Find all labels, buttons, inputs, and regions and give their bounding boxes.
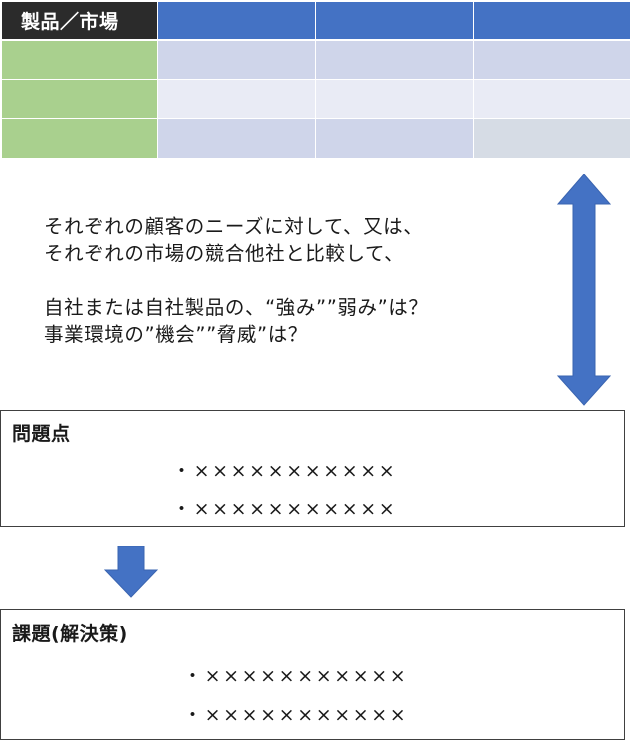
analysis-questions: それぞれの顧客のニーズに対して、又は、 それぞれの市場の競合他社と比較して、 自… xyxy=(44,213,534,348)
double-vertical-arrow-icon xyxy=(556,174,612,406)
matrix-cell xyxy=(474,80,630,119)
matrix-column-header xyxy=(316,2,474,41)
question-line-4: 事業環境の”機会””脅威”は？ xyxy=(44,323,308,346)
matrix-column-header xyxy=(474,2,630,41)
solutions-box: 課題(解決策) ・××××××××××× ・××××××××××× xyxy=(0,609,625,740)
question-line-2: それぞれの市場の競合他社と比較して、 xyxy=(44,242,405,265)
down-arrow-icon xyxy=(104,546,158,598)
matrix-cell xyxy=(474,41,630,80)
solutions-title: 課題(解決策) xyxy=(12,623,128,645)
matrix-row-header xyxy=(2,41,158,80)
matrix-cell xyxy=(158,41,316,80)
product-market-matrix: 製品／市場 xyxy=(2,2,630,158)
matrix-row-header xyxy=(2,80,158,119)
problem-item: ・××××××××××× xyxy=(172,498,398,520)
matrix-cell xyxy=(158,119,316,158)
matrix-cell xyxy=(474,119,630,158)
matrix-corner-label: 製品／市場 xyxy=(2,2,158,41)
matrix-cell xyxy=(316,41,474,80)
matrix-row-header xyxy=(2,119,158,158)
solution-item: ・××××××××××× xyxy=(183,665,409,687)
question-spacer xyxy=(44,267,534,294)
solution-item: ・××××××××××× xyxy=(183,704,409,726)
matrix-column-header xyxy=(158,2,316,41)
question-line-3: 自社または自社製品の、“強み””弱み”は？ xyxy=(44,296,429,319)
matrix-cell xyxy=(316,80,474,119)
matrix-cell xyxy=(316,119,474,158)
problems-box: 問題点 ・××××××××××× ・××××××××××× xyxy=(0,410,625,527)
problems-title: 問題点 xyxy=(12,423,71,445)
question-line-1: それぞれの顧客のニーズに対して、又は、 xyxy=(44,215,424,238)
matrix-cell xyxy=(158,80,316,119)
problem-item: ・××××××××××× xyxy=(172,460,398,482)
